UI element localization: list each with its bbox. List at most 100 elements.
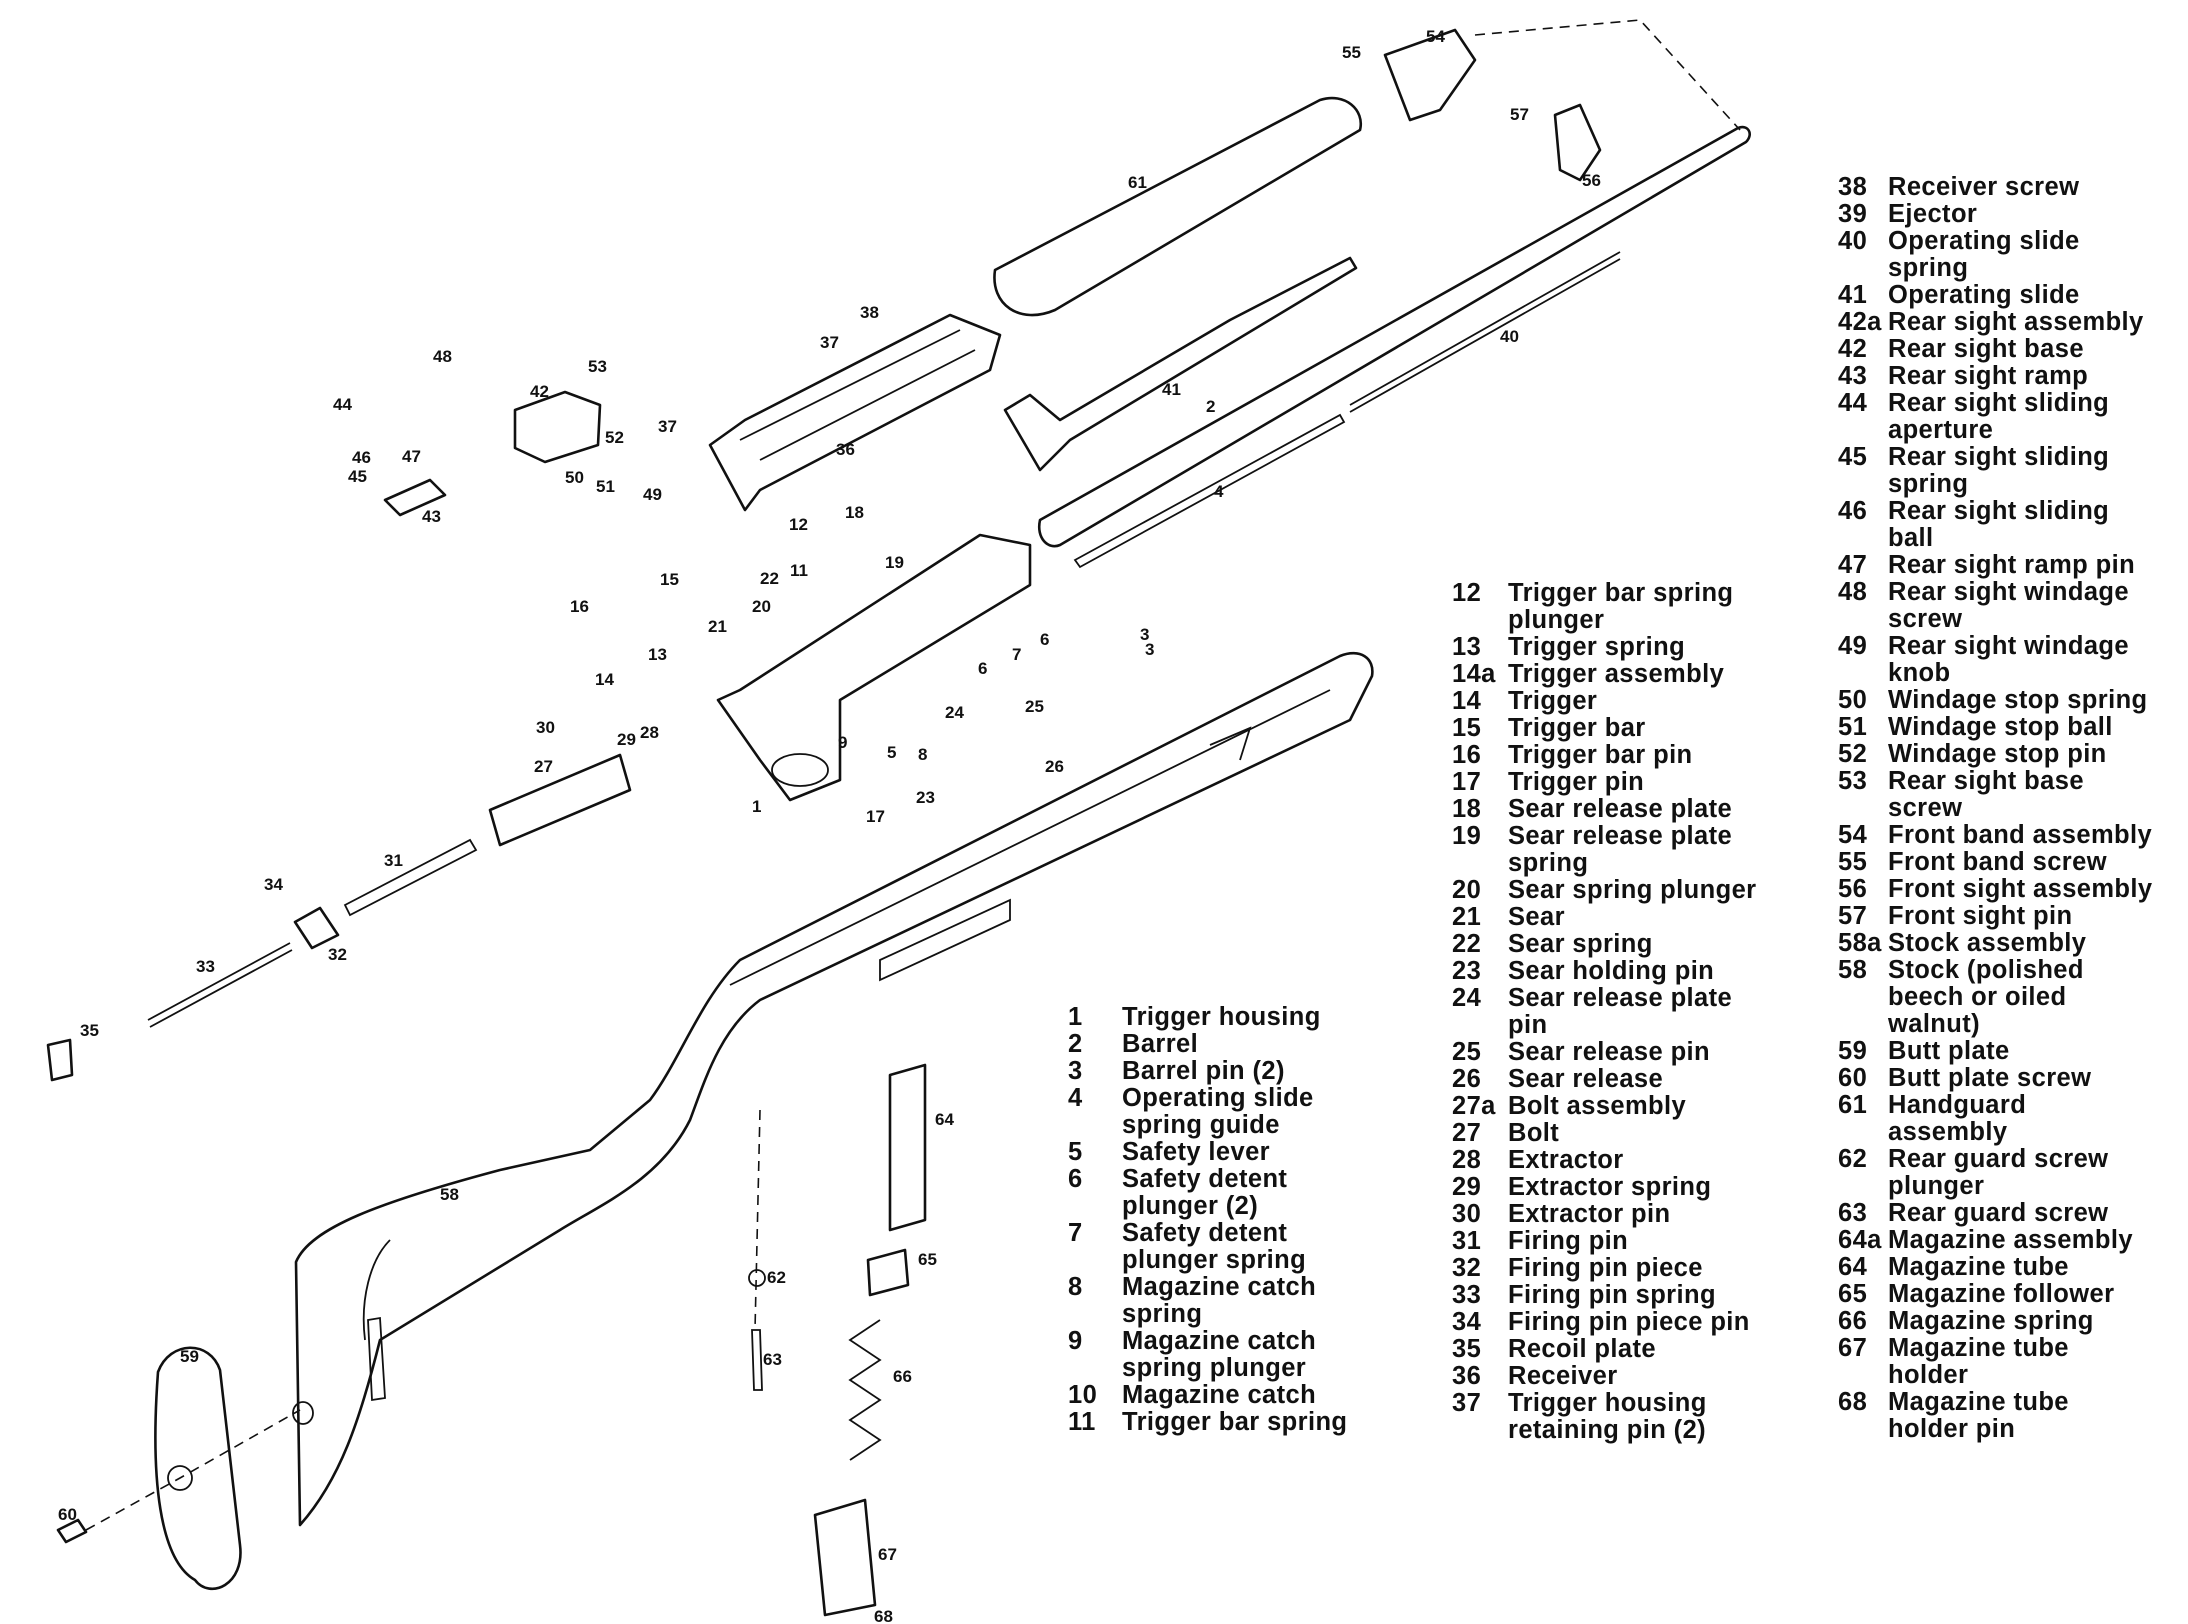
legend-item: 56 Front sight assembly [1838,876,2183,903]
callout-label: 7 [1012,645,1021,664]
legend-item-description: Sear spring plunger [1508,876,1757,904]
legend-item-description: Firing pin spring [1508,1281,1716,1309]
callout-label: 22 [760,569,779,588]
callout-label: 36 [836,440,855,459]
legend-item-description: Receiver screw [1888,173,2080,201]
callout-label: 58 [440,1185,459,1204]
legend-item-number: 34 [1452,1308,1482,1336]
legend-item-description: Stock (polished beech or oiled walnut) [1888,956,2084,1038]
part-handguard [993,96,1363,317]
legend-item: 23 Sear holding pin [1452,958,1832,985]
part-operating-slide [1003,256,1358,472]
callout-label: 49 [643,485,662,504]
legend-item-description: Front sight assembly [1888,875,2153,903]
legend-item-description: Trigger spring [1508,633,1686,661]
legend-item-description: Sear release plate spring [1508,822,1733,877]
callout-label: 6 [1040,630,1049,649]
legend-item-number: 65 [1838,1280,1868,1308]
callout-label: 38 [860,303,879,322]
legend-item-number: 12 [1452,579,1482,607]
callout-label: 62 [767,1268,786,1287]
legend-item-number: 15 [1452,714,1482,742]
legend-item-number: 29 [1452,1173,1482,1201]
legend-item-description: Handguard assembly [1888,1091,2027,1146]
callout-label: 45 [348,467,367,486]
part-magazine-spring [848,1319,882,1461]
callout-label: 21 [708,617,727,636]
legend-item-number: 23 [1452,957,1482,985]
legend-item-number: 14a [1452,660,1496,688]
legend-item-description: Trigger housing retaining pin (2) [1508,1389,1707,1444]
callout-label: 24 [945,703,964,722]
legend-item-description: Magazine catch spring [1122,1273,1317,1328]
legend-item-description: Butt plate [1888,1037,2010,1065]
legend-item-description: Sear release pin [1508,1038,1711,1066]
legend-item-number: 64a [1838,1226,1882,1254]
legend-item-number: 39 [1838,200,1868,228]
callout-label: 66 [893,1367,912,1386]
legend-item-number: 5 [1068,1138,1083,1166]
part-trigger-housing [716,533,1032,802]
callout-label: 42 [530,382,549,401]
part-butt-plate-screw [56,1518,88,1544]
legend-item-description: Sear release plate [1508,795,1733,823]
callout-label: 17 [866,807,885,826]
callout-label: 4 [1214,482,1224,501]
legend-item-number: 58 [1838,956,1868,984]
part-receiver [708,313,1002,512]
part-operating-slide-spring [1349,251,1621,413]
legend-item-number: 56 [1838,875,1868,903]
legend-item-number: 61 [1838,1091,1868,1119]
legend-item-number: 24 [1452,984,1482,1012]
part-butt-plate [154,1346,242,1591]
legend-item-description: Sear holding pin [1508,957,1715,985]
legend-item-number: 36 [1452,1362,1482,1390]
legend-item-number: 38 [1838,173,1868,201]
legend-item-description: Trigger housing [1122,1003,1321,1031]
part-bolt [488,753,632,847]
legend-item-number: 53 [1838,767,1868,795]
legend-item-description: Front band assembly [1888,821,2153,849]
legend-item-description: Bolt [1508,1119,1560,1147]
legend-item-number: 25 [1452,1038,1482,1066]
legend-item-number: 4 [1068,1084,1083,1112]
callout-label: 12 [789,515,808,534]
legend-item-number: 1 [1068,1003,1083,1031]
callout-label: 64 [935,1110,954,1129]
legend-item-number: 43 [1838,362,1868,390]
callout-label: 31 [384,851,403,870]
legend-item-number: 40 [1838,227,1868,255]
callout-label: 67 [878,1545,897,1564]
legend-item-description: Bolt assembly [1508,1092,1687,1120]
legend-item-description: Operating slide spring [1888,227,2080,282]
legend-item-description: Firing pin [1508,1227,1629,1255]
legend-item-description: Sear spring [1508,930,1653,958]
legend-item-number: 51 [1838,713,1868,741]
legend-item-description: Rear sight windage screw [1888,578,2129,633]
legend-item-description: Rear sight assembly [1888,308,2144,336]
callout-label: 18 [845,503,864,522]
